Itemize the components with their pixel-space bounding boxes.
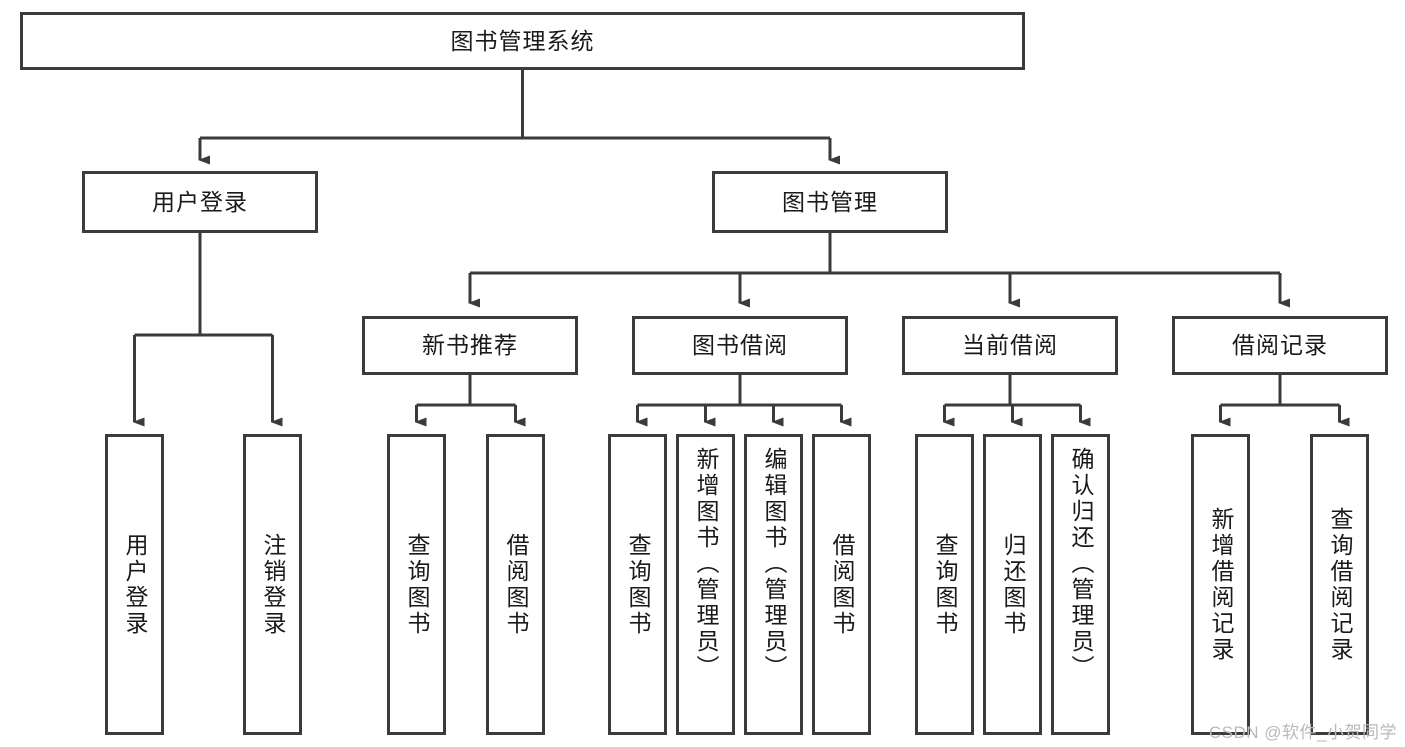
leaf-return-book-label: 归还图书 [1000, 532, 1026, 637]
leaf-query-book-2[interactable]: 查询图书 [608, 434, 667, 735]
leaf-query-book-3[interactable]: 查询图书 [915, 434, 974, 735]
leaf-borrow-book-2[interactable]: 借阅图书 [812, 434, 871, 735]
leaf-edit-book[interactable]: 编辑图书（管理员） [744, 434, 803, 735]
leaf-add-book[interactable]: 新增图书（管理员） [676, 434, 735, 735]
node-book-borrow-label: 图书借阅 [692, 332, 788, 359]
node-new-book-recommend-label: 新书推荐 [422, 332, 518, 359]
leaf-query-book-1[interactable]: 查询图书 [387, 434, 446, 735]
leaf-query-book-3-label: 查询图书 [932, 532, 958, 637]
leaf-user-login[interactable]: 用户登录 [105, 434, 164, 735]
leaf-user-logout-label: 注销登录 [260, 532, 286, 637]
node-borrow-record[interactable]: 借阅记录 [1172, 316, 1388, 375]
leaf-borrow-book-2-label: 借阅图书 [829, 532, 855, 637]
leaf-query-book-2-label: 查询图书 [625, 532, 651, 637]
node-book-management-label: 图书管理 [782, 188, 878, 215]
leaf-return-book[interactable]: 归还图书 [983, 434, 1042, 735]
leaf-user-login-label: 用户登录 [122, 532, 148, 637]
leaf-query-borrow-record[interactable]: 查询借阅记录 [1310, 434, 1369, 735]
node-new-book-recommend[interactable]: 新书推荐 [362, 316, 578, 375]
node-user-login[interactable]: 用户登录 [82, 171, 318, 233]
leaf-add-borrow-record[interactable]: 新增借阅记录 [1191, 434, 1250, 735]
leaf-add-borrow-record-label: 新增借阅记录 [1208, 506, 1234, 663]
leaf-query-borrow-record-label: 查询借阅记录 [1327, 506, 1353, 663]
node-root-label: 图书管理系统 [450, 27, 595, 54]
node-user-login-label: 用户登录 [152, 188, 248, 215]
leaf-user-logout[interactable]: 注销登录 [243, 434, 302, 735]
node-book-borrow[interactable]: 图书借阅 [632, 316, 848, 375]
leaf-confirm-return[interactable]: 确认归还（管理员） [1051, 434, 1110, 735]
node-current-borrow[interactable]: 当前借阅 [902, 316, 1118, 375]
node-root-system[interactable]: 图书管理系统 [20, 12, 1025, 70]
node-book-management[interactable]: 图书管理 [712, 171, 948, 233]
leaf-add-book-label: 新增图书（管理员） [693, 447, 719, 681]
node-borrow-record-label: 借阅记录 [1232, 332, 1328, 359]
node-current-borrow-label: 当前借阅 [962, 332, 1058, 359]
leaf-edit-book-label: 编辑图书（管理员） [761, 447, 787, 681]
leaf-borrow-book-1-label: 借阅图书 [503, 532, 529, 637]
leaf-borrow-book-1[interactable]: 借阅图书 [486, 434, 545, 735]
leaf-query-book-1-label: 查询图书 [404, 532, 430, 637]
leaf-confirm-return-label: 确认归还（管理员） [1068, 447, 1094, 681]
